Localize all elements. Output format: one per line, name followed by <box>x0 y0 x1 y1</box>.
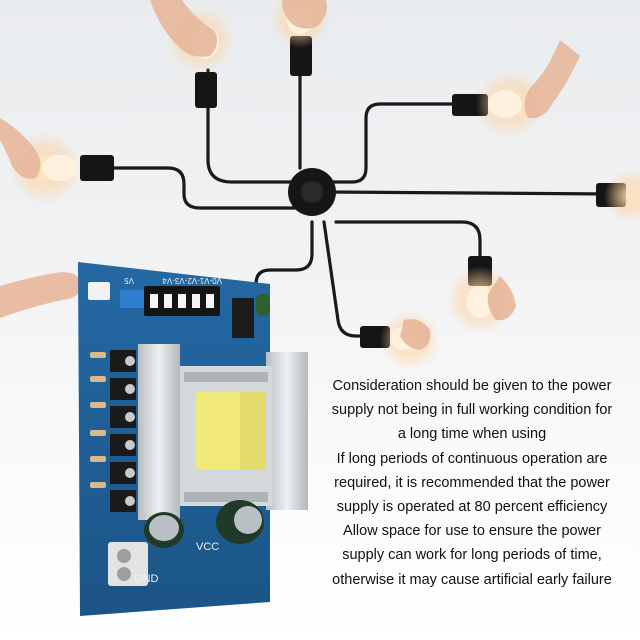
hands <box>0 0 580 350</box>
caption-line: supply is operated at 80 percent efficie… <box>336 499 608 516</box>
caption-text: Consideration should be given to the pow… <box>318 374 626 592</box>
caption-line: If long periods of continuous operation … <box>336 450 608 467</box>
board-v5-label: V5 <box>124 276 134 285</box>
board-gnd-label: GND <box>134 573 159 585</box>
caption-line: a long time when using <box>397 426 547 443</box>
caption-line: required, it is recommended that the pow… <box>334 474 610 491</box>
board-header-label: V0-V1-V2-V3-V4 <box>162 276 222 285</box>
chandelier <box>86 68 612 338</box>
caption-line: Consideration should be given to the pow… <box>332 378 612 394</box>
caption-line: Allow space for use to ensure the power <box>343 523 601 540</box>
caption-line: supply can work for long periods of time… <box>342 547 602 564</box>
board-vcc-label: VCC <box>196 541 219 553</box>
caption-line: otherwise it may cause artificial early … <box>332 571 612 588</box>
inverter-board: V0-V1-V2-V3-V4 V5 VCC GND <box>78 262 308 616</box>
caption-line: supply not being in full working conditi… <box>331 402 613 419</box>
left-heatsink <box>138 344 180 520</box>
right-heatsink <box>266 352 308 510</box>
